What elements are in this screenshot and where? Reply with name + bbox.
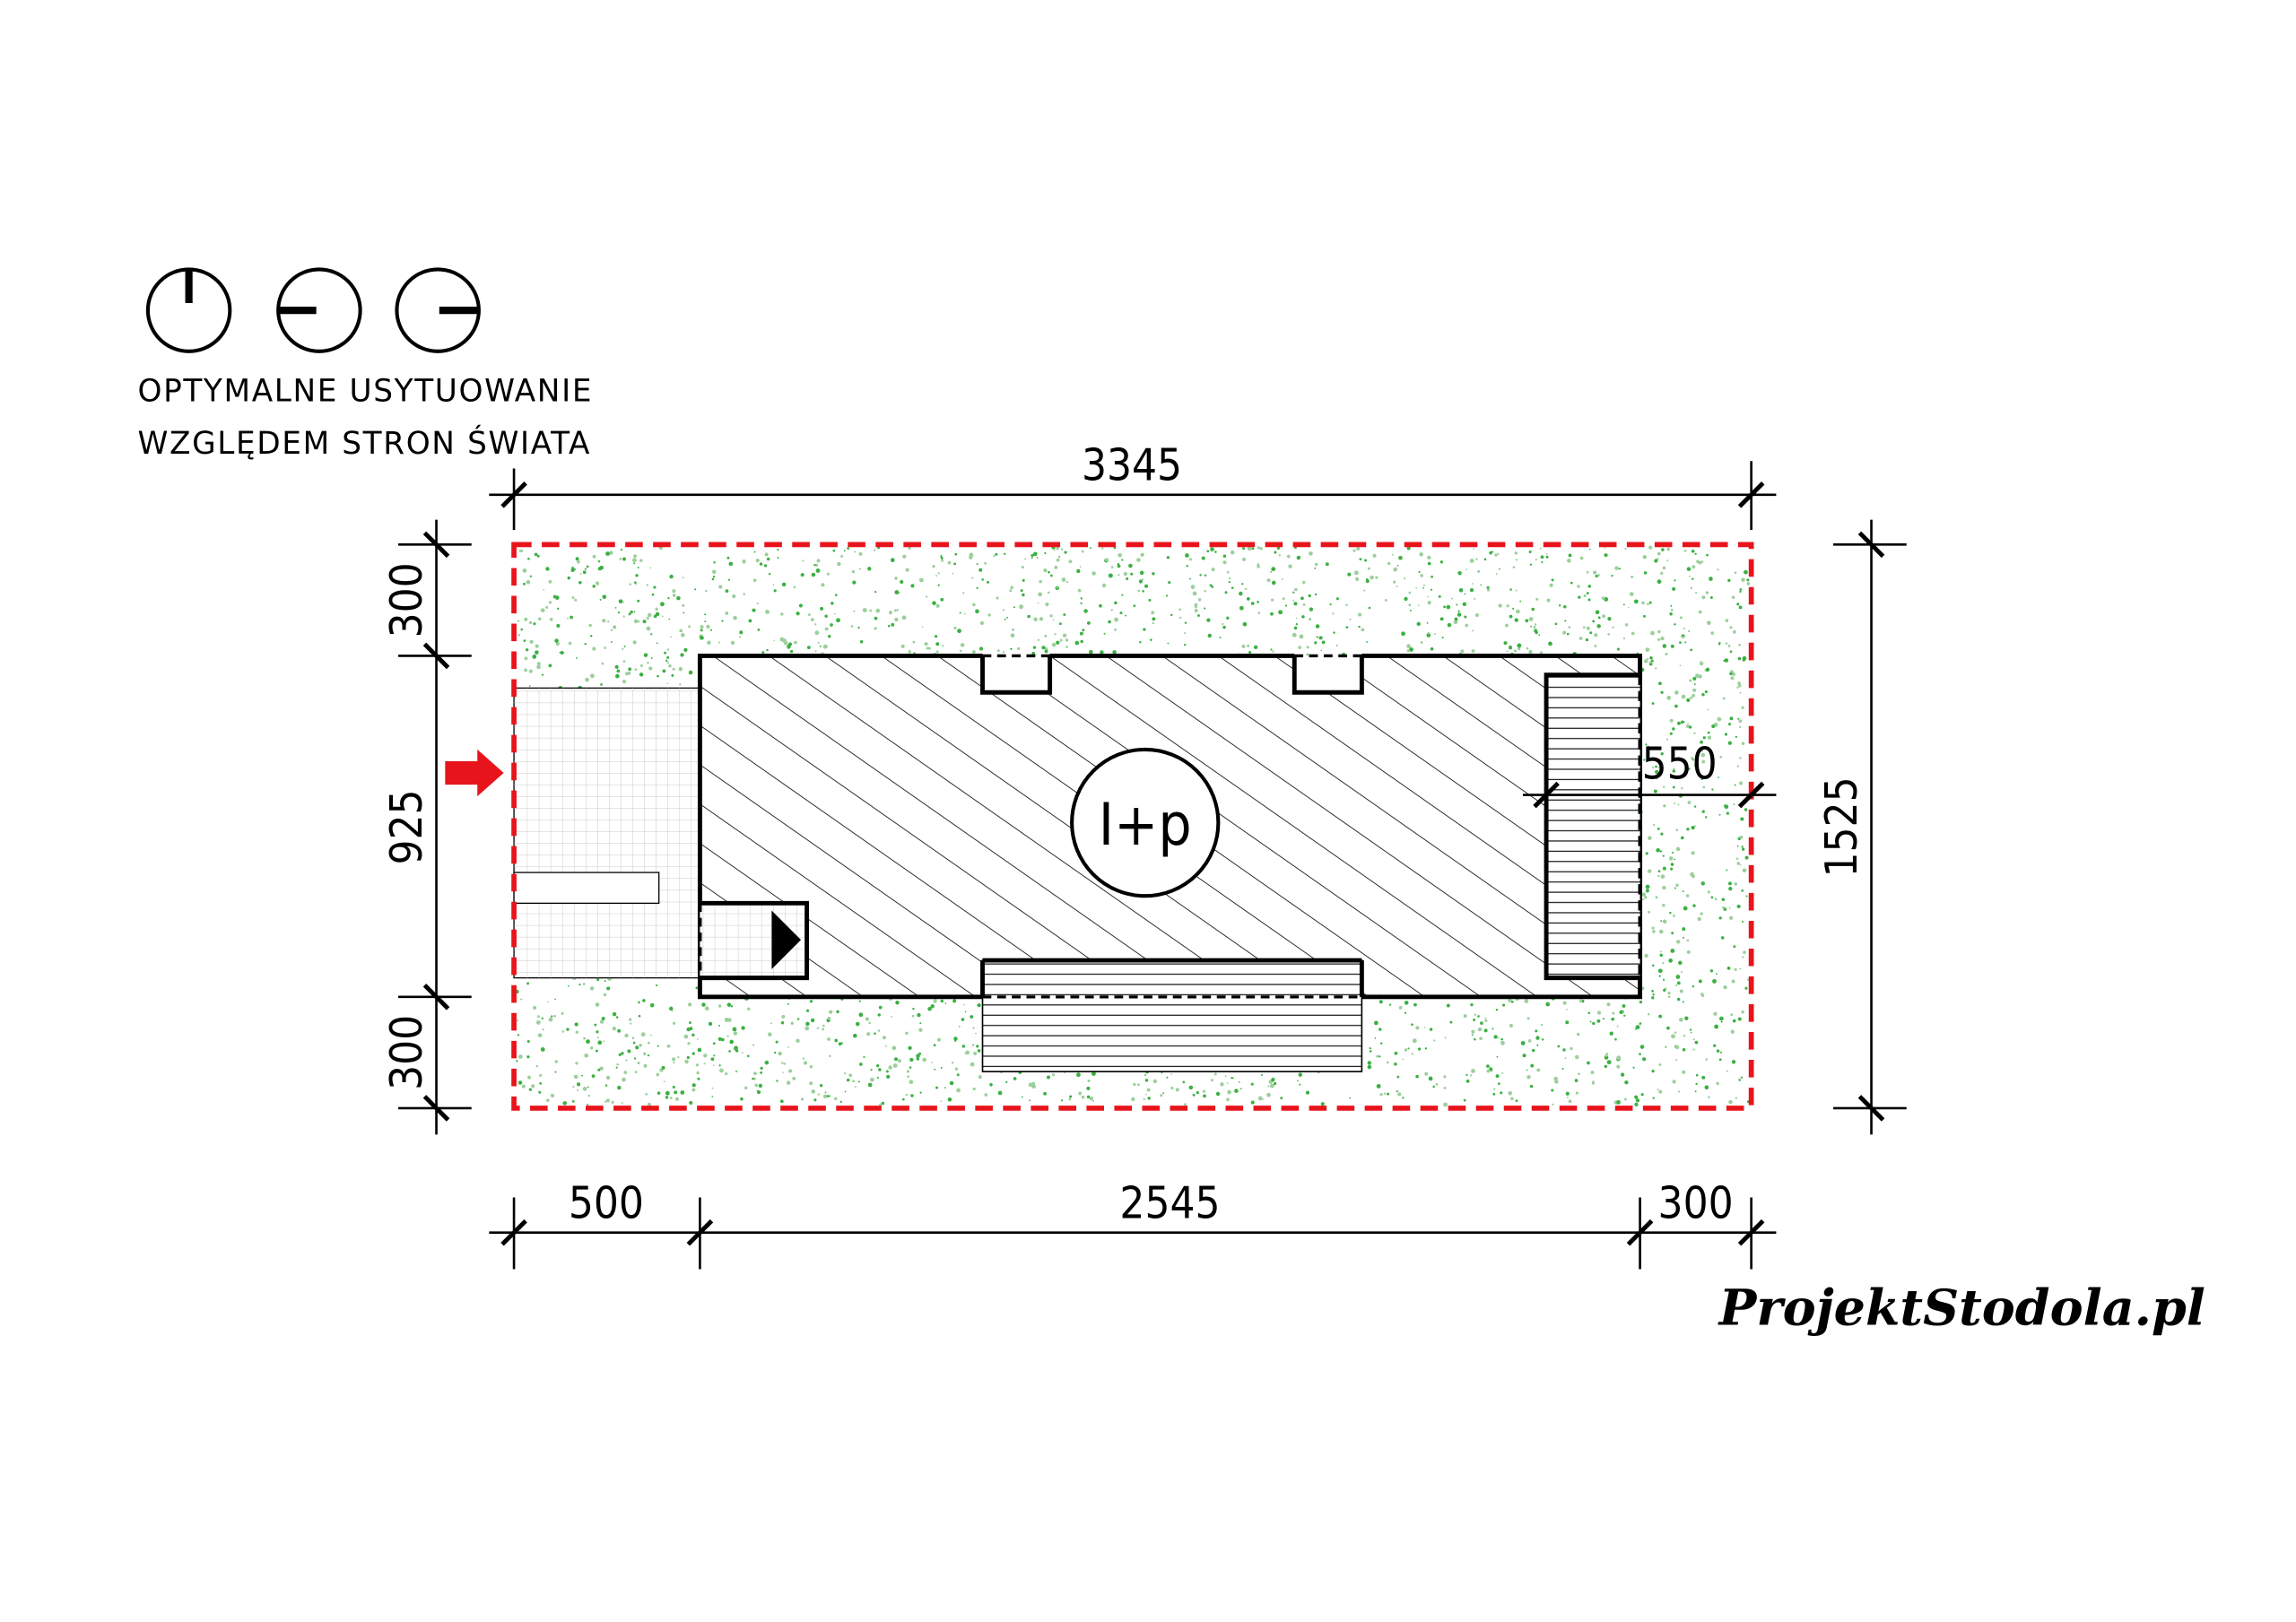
dim-left-middle: 925 (381, 789, 432, 864)
legend-line-1: OPTYMALNE USYTUOWANIE (137, 373, 593, 409)
orientation-east-icon (395, 267, 481, 353)
bay-window-1 (980, 654, 1053, 695)
orientation-north-icon (145, 267, 232, 353)
dim-total-depth: 1525 (1816, 776, 1867, 877)
house-footprint: I+p (697, 653, 1643, 1072)
parking-strip (513, 872, 660, 905)
brand-logo: ProjektStodola.pl (1718, 1279, 2205, 1338)
dim-terrace-width: 550 (1642, 739, 1718, 790)
dim-total-width: 3345 (1082, 440, 1182, 491)
entrance-triangle-icon (771, 910, 802, 969)
dim-bottom-right: 300 (1658, 1177, 1734, 1228)
entry-arrow-icon (445, 749, 504, 797)
orientation-west-icon (276, 267, 362, 353)
dim-bottom-middle: 2545 (1119, 1177, 1220, 1228)
plot-boundary (511, 542, 1754, 1111)
rear-terrace (980, 958, 1364, 1072)
storey-label: I+p (1099, 791, 1192, 859)
legend-line-2: WZGLĘDEM STRON ŚWIATA (137, 425, 591, 462)
dim-left-bottom: 300 (381, 1015, 432, 1090)
grass-texture (515, 545, 1751, 1107)
bay-window-2 (1292, 654, 1364, 695)
storey-badge (1070, 747, 1221, 898)
entrance (698, 900, 810, 981)
dim-bottom-left: 500 (569, 1177, 644, 1228)
orientation-legend: OPTYMALNE USYTUOWANIE WZGLĘDEM STRON ŚWI… (137, 267, 593, 462)
side-terrace (1544, 672, 1642, 981)
dim-left-top: 300 (381, 562, 432, 638)
dimension-lines (398, 461, 1907, 1270)
